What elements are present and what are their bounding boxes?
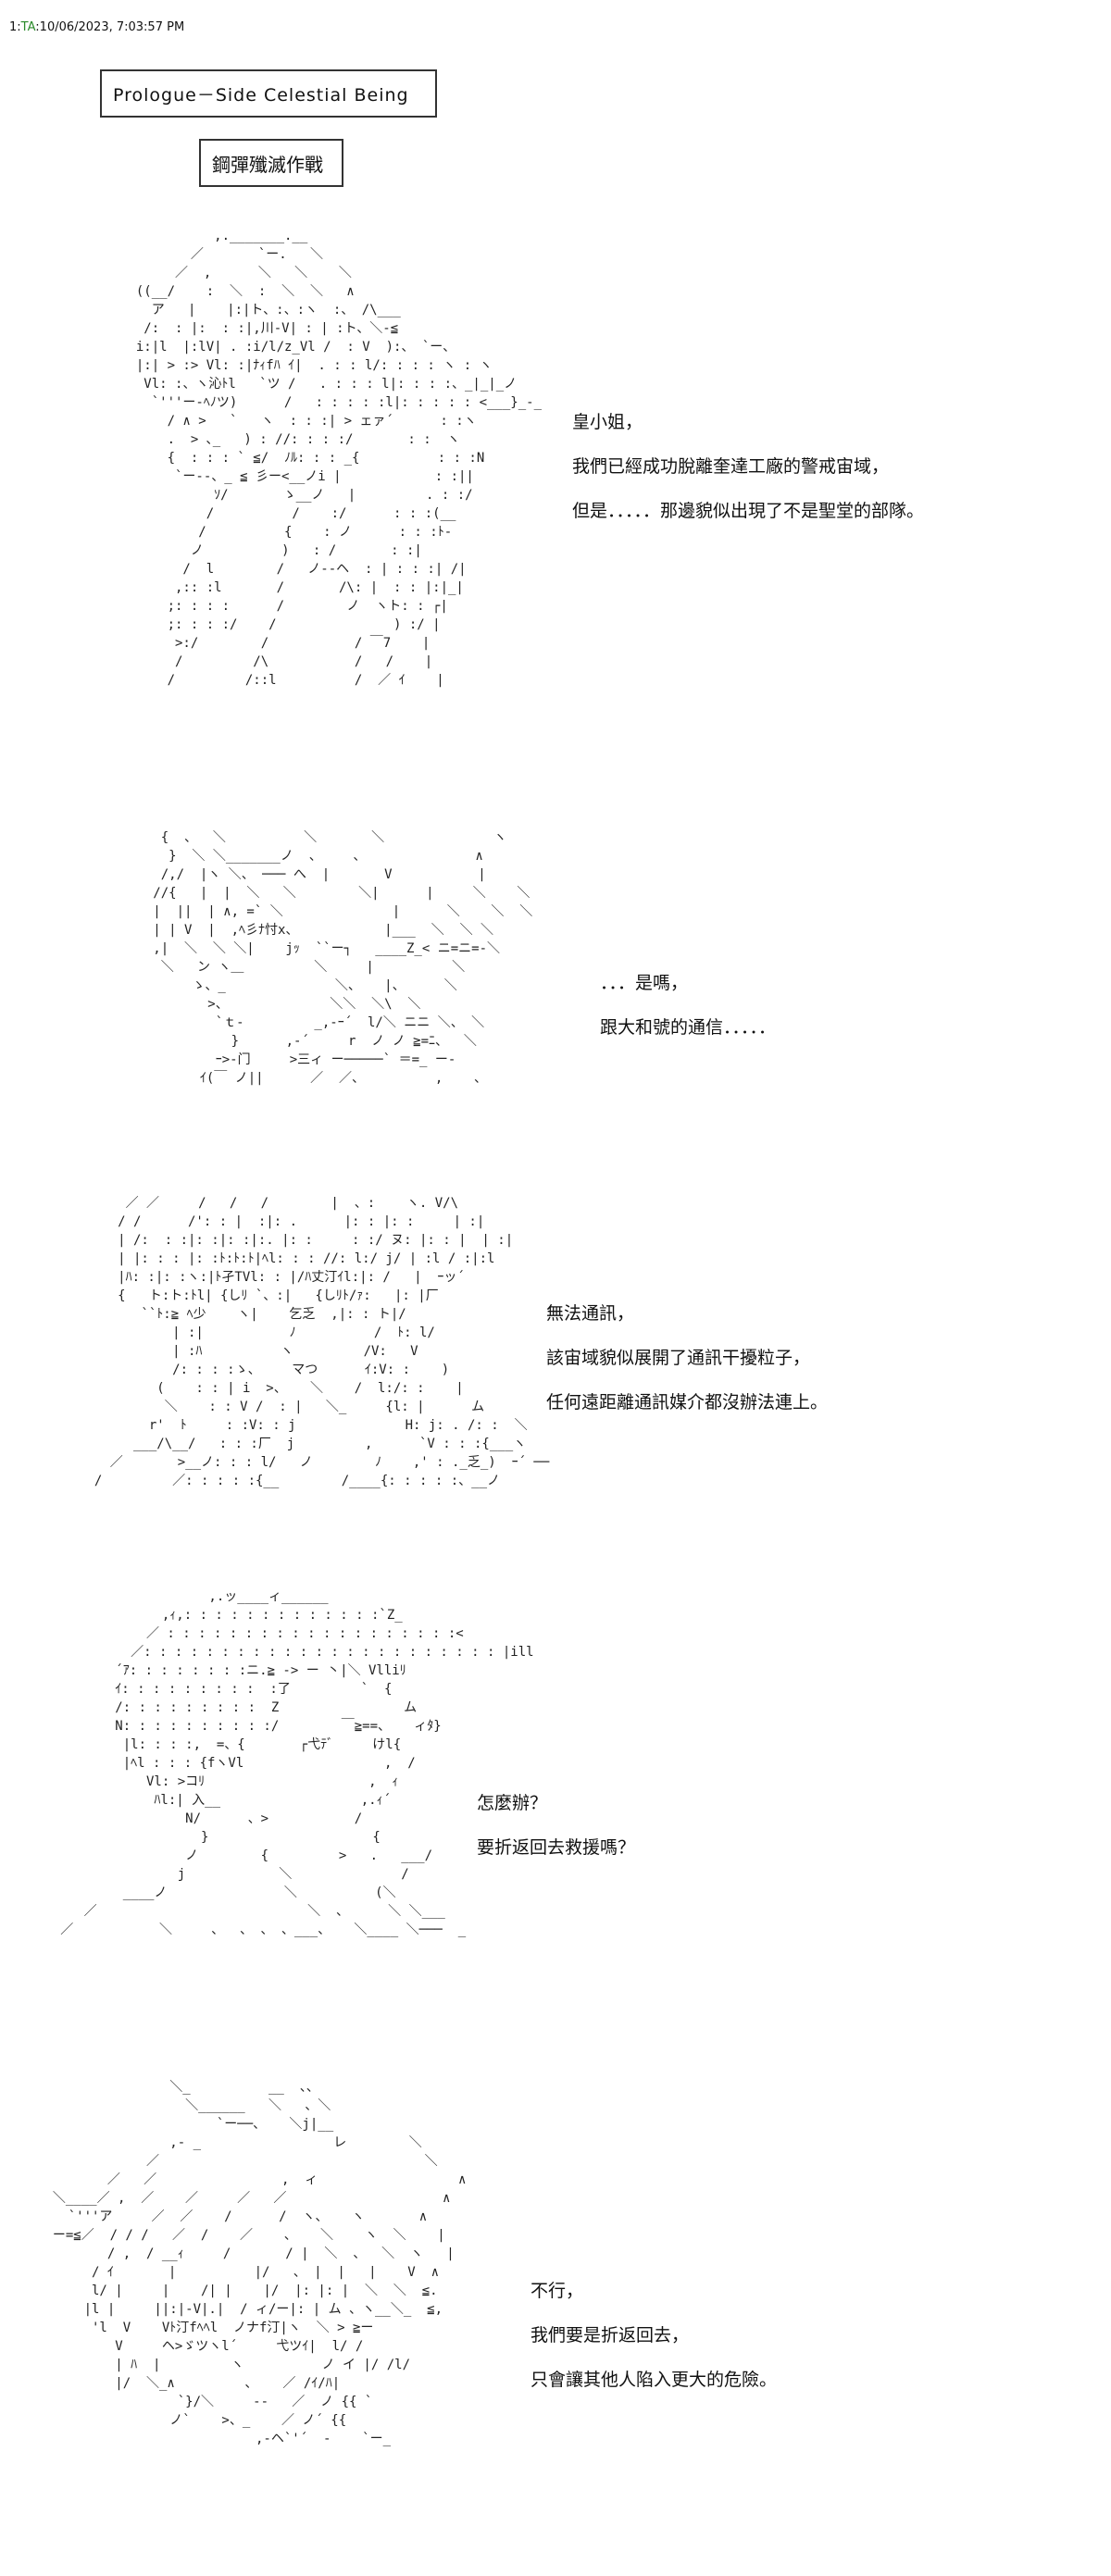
subtitle-box: 鋼彈殲滅作戰 bbox=[199, 139, 343, 187]
dialogue-line: 無法通訊， bbox=[546, 1303, 635, 1324]
dialogue-1: 皇小姐， 我們已經成功脫離奎達工廠的警戒宙域， 但是．．．．．那邊貌似出現了不是… bbox=[572, 400, 924, 533]
dialogue-2: ．．．是嗎， 跟大和號的通信．．．．． bbox=[600, 961, 776, 1050]
post-number: 1 bbox=[9, 20, 18, 34]
dialogue-line: 該宙域貌似展開了通訊干擾粒子， bbox=[546, 1348, 811, 1368]
dialogue-3: 無法通訊， 該宙域貌似展開了通訊干擾粒子， 任何遠距離通訊媒介都沒辦法連上。 bbox=[546, 1291, 828, 1425]
dialogue-line: 怎麼辦？ bbox=[477, 1793, 548, 1813]
dialogue-line: 不行， bbox=[531, 2281, 584, 2301]
ascii-art-figure-5: ＼_ __ 、、 ＼______ ＼ 、＼ `ー──、 ＼j|__ ,- _ レ… bbox=[52, 2080, 467, 2446]
ascii-art-figure-1: ,._______.__ ／ `ー. ＼ ／ , ＼ ＼ ＼ ((__/ : ＼… bbox=[135, 229, 543, 688]
title-box: Prologue－Side Celestial Being bbox=[100, 69, 437, 118]
dialogue-line: 我們已經成功脫離奎達工廠的警戒宙域， bbox=[572, 456, 890, 477]
dialogue-line: ．．．是嗎， bbox=[600, 973, 689, 993]
dialogue-line: 要折返回去救援嗎？ bbox=[477, 1837, 636, 1858]
dialogue-line: 跟大和號的通信．．．．． bbox=[600, 1017, 777, 1038]
dialogue-line: 但是．．．．．那邊貌似出現了不是聖堂的部隊。 bbox=[572, 501, 925, 521]
ascii-art-figure-2: { 、 ＼ ＼ ＼ ヽ } ＼ ＼_______ノ 、 、 ∧ /,/ |ヽ ＼… bbox=[153, 830, 533, 1086]
ascii-art-figure-4: ,.ッ____ィ______ ,ｨ,: : : : : : : : : : : … bbox=[60, 1589, 534, 1937]
dialogue-line: 只會讓其他人陷入更大的危險。 bbox=[531, 2370, 778, 2390]
dialogue-4: 怎麼辦？ 要折返回去救援嗎？ bbox=[477, 1781, 635, 1870]
poster-name[interactable]: TA bbox=[20, 20, 36, 34]
dialogue-line: 我們要是折返回去， bbox=[531, 2325, 690, 2346]
post-timestamp: 10/06/2023, 7:03:57 PM bbox=[39, 20, 185, 34]
dialogue-line: 任何遠距離通訊媒介都沒辦法連上。 bbox=[546, 1392, 829, 1412]
dialogue-line: 皇小姐， bbox=[572, 412, 643, 432]
dialogue-5: 不行， 我們要是折返回去， 只會讓其他人陷入更大的危險。 bbox=[531, 2269, 777, 2402]
ascii-art-figure-3: ／ ／ / / / | 、: ヽ. V/\ / / /': : | :|: . … bbox=[94, 1196, 550, 1488]
post-header: 1:TA:10/06/2023, 7:03:57 PM bbox=[9, 20, 185, 34]
